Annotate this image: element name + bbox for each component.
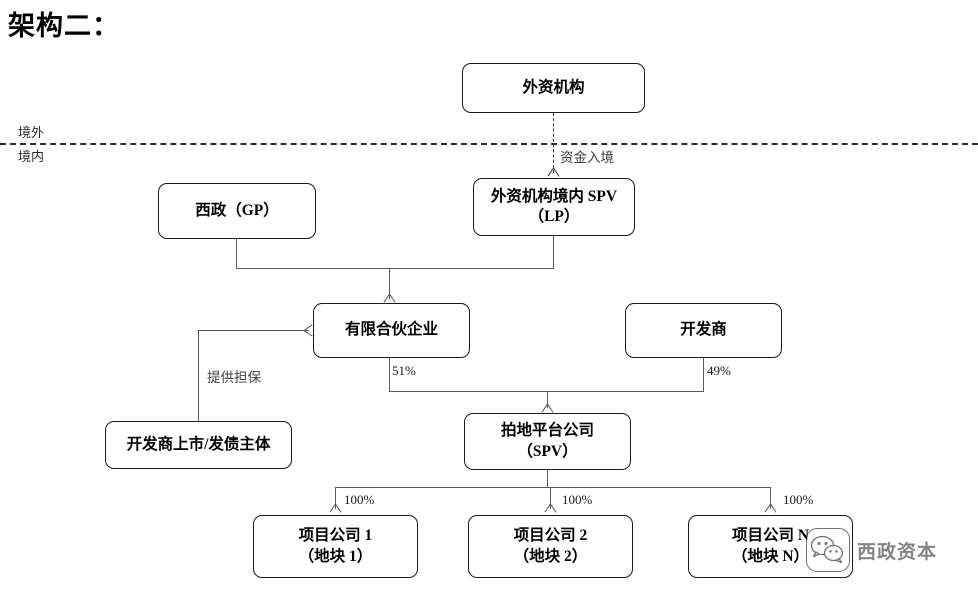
watermark: 西政资本 xyxy=(806,528,937,572)
edge-developer-share-label: 49% xyxy=(707,363,731,378)
node-onshore-spv-line1: 外资机构境内 SPV xyxy=(490,187,618,205)
node-project-company-2-line2: （地块 2） xyxy=(513,547,588,565)
edge-gp-spv-merge-bar xyxy=(236,268,554,270)
edge-guarantee-arrowhead xyxy=(304,325,312,336)
node-project-company-2[interactable]: 项目公司 2 （地块 2） xyxy=(468,515,633,578)
node-project-company-n-line1: 项目公司 N xyxy=(731,527,810,545)
node-limited-partnership-line1: 有限合伙企业 xyxy=(344,321,438,339)
node-xizheng-gp[interactable]: 西政（GP） xyxy=(158,183,316,239)
node-foreign-institution-line1: 外资机构 xyxy=(522,78,585,96)
edge-capital-inflow-line xyxy=(553,113,554,173)
edge-projects-distribution-bar xyxy=(335,487,771,489)
edge-platform-to-projects-stem xyxy=(547,470,549,487)
edge-project-2-share-label: 100% xyxy=(562,492,593,507)
edge-merge-to-platform-arrowhead xyxy=(542,404,553,412)
node-onshore-spv[interactable]: 外资机构境内 SPV （LP） xyxy=(473,178,635,236)
onshore-offshore-divider xyxy=(0,143,978,145)
node-land-platform-spv[interactable]: 拍地平台公司 （SPV） xyxy=(464,413,631,470)
edge-guarantee-vertical xyxy=(198,330,200,421)
node-developer-listed-entity[interactable]: 开发商上市/发债主体 xyxy=(105,421,292,469)
node-project-company-2-line1: 项目公司 2 xyxy=(513,527,588,545)
edge-spv-to-partnership-drop xyxy=(553,236,555,268)
offshore-label: 境外 xyxy=(18,125,45,140)
edge-project-n-drop xyxy=(770,487,772,509)
node-onshore-spv-line2: （LP） xyxy=(528,208,580,225)
node-land-platform-spv-line2: （SPV） xyxy=(517,442,578,460)
edge-partnership-to-platform-drop xyxy=(389,358,391,391)
node-developer-listed-entity-line1: 开发商上市/发债主体 xyxy=(126,435,271,453)
edge-project-1-share-label: 100% xyxy=(344,492,375,507)
node-project-company-1-line2: （地块 1） xyxy=(298,547,373,565)
node-project-company-1[interactable]: 项目公司 1 （地块 1） xyxy=(253,515,418,578)
edge-project-n-share-label: 100% xyxy=(783,492,814,507)
edge-capital-inflow-label: 资金入境 xyxy=(560,150,614,165)
wechat-icon xyxy=(806,528,850,572)
edge-merge-to-platform-line xyxy=(547,391,549,408)
onshore-label: 境内 xyxy=(18,149,45,164)
page-title: 架构二： xyxy=(8,11,120,41)
edge-guarantee-label: 提供担保 xyxy=(207,370,261,385)
edge-developer-to-platform-drop xyxy=(703,358,705,391)
edge-merge-to-partnership-arrowhead xyxy=(384,294,395,302)
edge-project-n-arrowhead xyxy=(765,504,776,512)
node-project-company-n-line2: （地块 N） xyxy=(731,547,810,565)
node-limited-partnership[interactable]: 有限合伙企业 xyxy=(313,303,470,358)
edge-capital-inflow-arrowhead xyxy=(548,168,559,176)
node-land-platform-spv-line1: 拍地平台公司 xyxy=(500,422,594,440)
edge-partnership-share-label: 51% xyxy=(392,363,416,378)
node-foreign-institution[interactable]: 外资机构 xyxy=(462,63,645,113)
edge-merge-to-partnership-line xyxy=(389,268,391,299)
watermark-text: 西政资本 xyxy=(857,541,938,563)
edge-project-2-arrowhead xyxy=(545,504,556,512)
edge-project-2-drop xyxy=(550,487,552,509)
edge-project-1-drop xyxy=(335,487,337,509)
node-project-company-1-line1: 项目公司 1 xyxy=(298,527,373,545)
edge-project-1-arrowhead xyxy=(330,504,341,512)
edge-gp-to-partnership-drop xyxy=(236,239,238,268)
edge-platform-merge-bar xyxy=(389,391,704,393)
node-developer-line1: 开发商 xyxy=(680,321,727,339)
node-developer[interactable]: 开发商 xyxy=(625,303,782,358)
edge-guarantee-horizontal xyxy=(198,330,309,332)
node-xizheng-gp-line1: 西政（GP） xyxy=(195,201,279,219)
